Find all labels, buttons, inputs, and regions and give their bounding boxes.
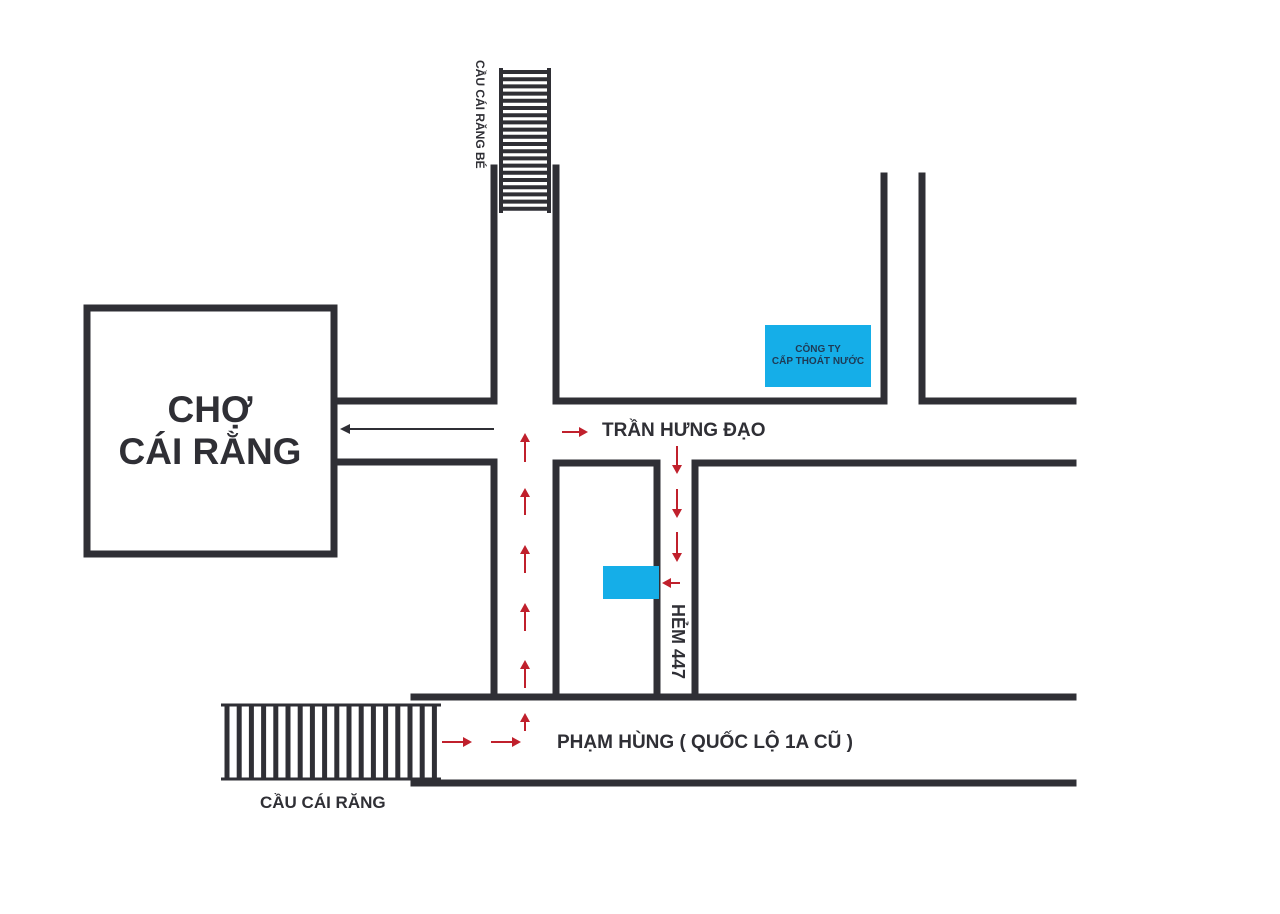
street-label-pham-hung: PHẠM HÙNG ( QUỐC LỘ 1A CŨ ) xyxy=(557,732,853,753)
arrow-icon xyxy=(520,603,530,631)
road-edge xyxy=(333,164,498,405)
arrow-icon xyxy=(442,737,472,747)
company-line1: CÔNG TY xyxy=(795,344,841,355)
arrow-icon xyxy=(520,545,530,573)
street-label-tran-hung-dao: TRẦN HƯNG ĐẠO xyxy=(602,420,766,441)
company-landmark: CÔNG TY CẤP THOÁT NƯỚC xyxy=(765,325,871,387)
arrow-icon xyxy=(520,433,530,462)
arrow-icon xyxy=(672,532,682,562)
street-label-hem-447: HẺM 447 xyxy=(668,604,688,680)
bridge-icon xyxy=(499,68,551,213)
arrow-icon xyxy=(672,446,682,474)
arrow-icon xyxy=(520,488,530,515)
road-edge xyxy=(691,459,1077,698)
arrow-icon xyxy=(662,578,680,588)
market-line1: CHỢ xyxy=(167,388,253,430)
market-label: CHỢ CÁI RẰNG xyxy=(86,307,334,554)
market-outline xyxy=(83,304,338,558)
arrow-icon xyxy=(520,713,530,731)
bridge-label-cai-rang-be: CẦU CÁI RĂNG BÉ xyxy=(473,60,487,169)
route-arrows xyxy=(442,427,682,747)
road-edge xyxy=(918,172,1077,405)
arrow-icon xyxy=(672,489,682,518)
road-edge xyxy=(333,458,498,698)
market-line2: CÁI RẰNG xyxy=(118,430,302,472)
destination-marker xyxy=(603,566,659,599)
bridge-label-cai-rang: CẦU CÁI RĂNG xyxy=(260,793,386,812)
arrow-icon xyxy=(491,737,521,747)
company-line2: CẤP THOÁT NƯỚC xyxy=(771,356,865,367)
bridge-icon xyxy=(221,703,441,781)
arrow-icon xyxy=(562,427,588,437)
arrow-icon xyxy=(520,660,530,688)
road-edges xyxy=(83,164,1077,787)
road-edge xyxy=(552,164,888,405)
arrow-icon xyxy=(340,424,494,434)
